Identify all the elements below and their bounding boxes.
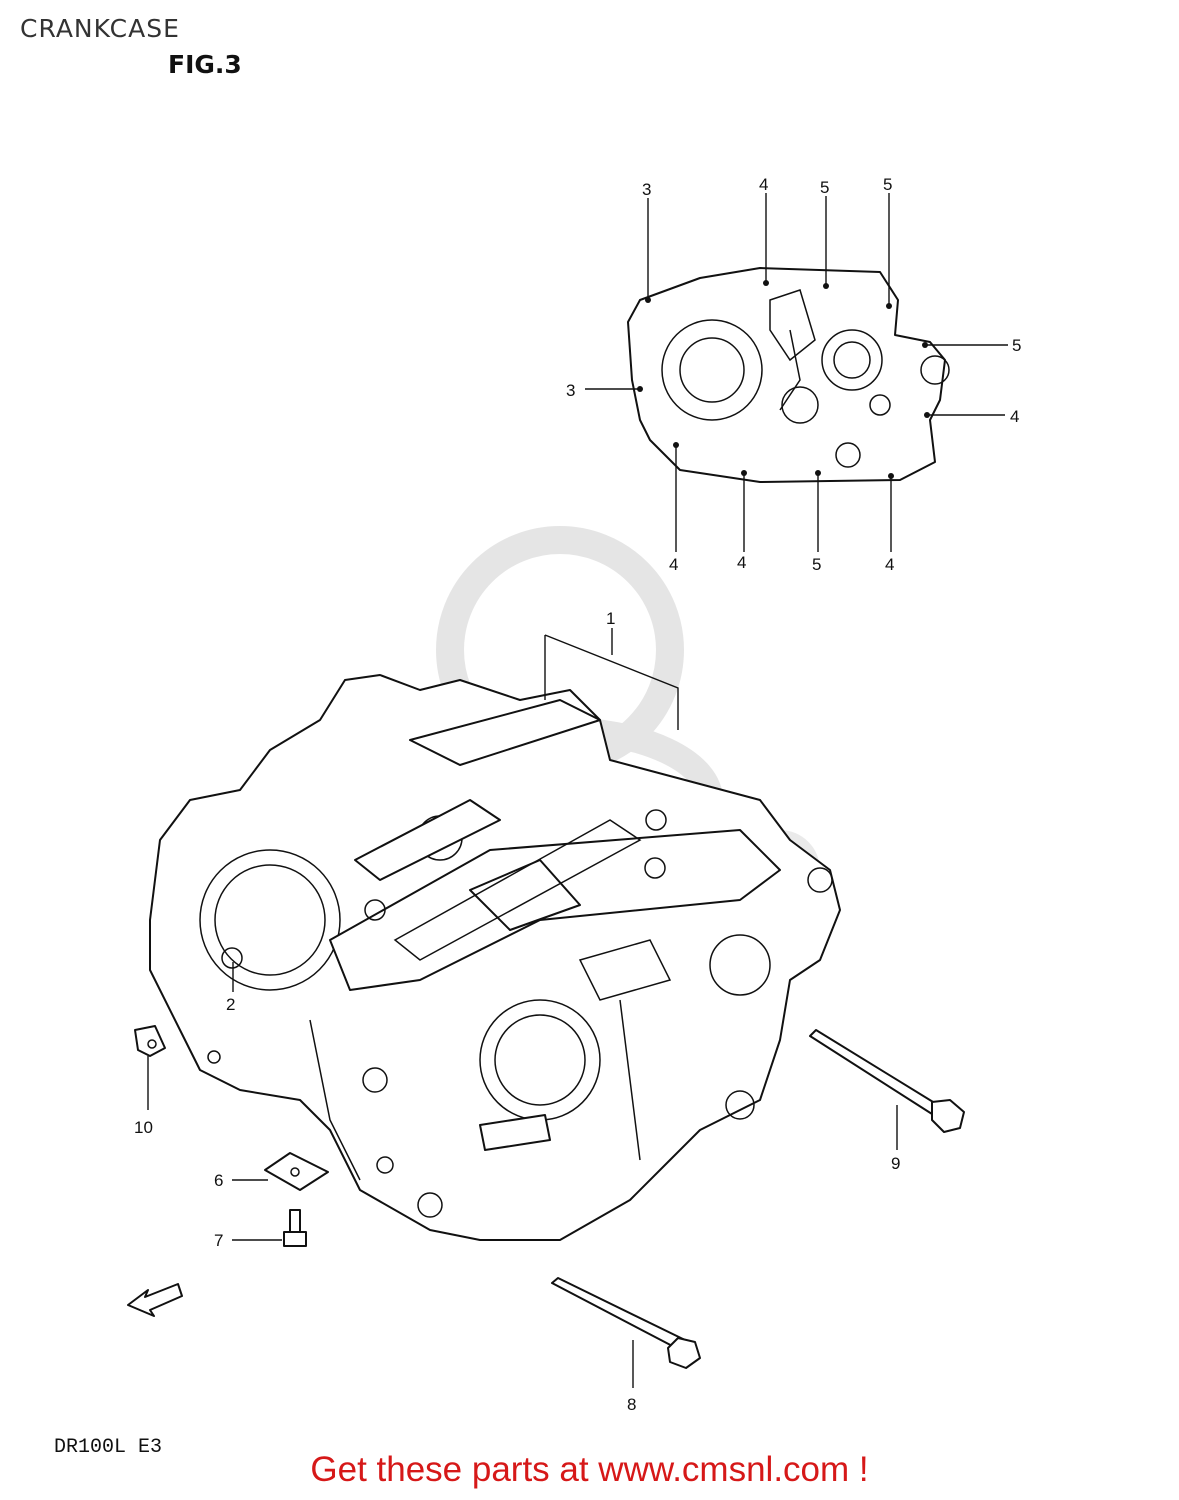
part-10-plug xyxy=(134,1025,166,1057)
page-title: CRANKCASE xyxy=(20,14,180,43)
figure-label: FIG.3 xyxy=(168,50,242,79)
part-8-bolt xyxy=(551,1277,701,1369)
crankcase-assembly xyxy=(149,674,841,1241)
callout-5-right: 5 xyxy=(1012,336,1021,355)
callout-5-top-b: 5 xyxy=(883,175,892,194)
callout-4-right: 4 xyxy=(1010,407,1019,426)
callout-4-top: 4 xyxy=(759,175,768,194)
callout-part-2: 2 xyxy=(226,995,235,1014)
part-1-bracket xyxy=(544,634,679,730)
callout-part-8: 8 xyxy=(627,1395,636,1414)
forward-arrow-icon xyxy=(127,1283,183,1317)
callout-3-left: 3 xyxy=(566,381,575,400)
callout-5-bottom: 5 xyxy=(812,555,821,574)
callout-4-bottom-c: 4 xyxy=(885,555,894,574)
part-9-bolt xyxy=(809,1029,965,1133)
callout-4-bottom-a: 4 xyxy=(669,555,678,574)
callout-part-10: 10 xyxy=(134,1118,153,1137)
model-code: DR100L E3 xyxy=(54,1436,163,1459)
callout-part-1: 1 xyxy=(606,609,615,628)
part-7-screw xyxy=(283,1209,307,1247)
callout-part-7: 7 xyxy=(214,1231,223,1250)
callout-part-6: 6 xyxy=(214,1171,223,1190)
promo-link[interactable]: Get these parts at www.cmsnl.com ! xyxy=(310,1450,869,1489)
crankcase-gasket xyxy=(627,267,950,483)
part-6-plate xyxy=(264,1152,329,1191)
callout-4-bottom-b: 4 xyxy=(737,553,746,572)
callout-5-top-a: 5 xyxy=(820,178,829,197)
callout-3-top: 3 xyxy=(642,180,651,199)
callout-part-9: 9 xyxy=(891,1154,900,1173)
